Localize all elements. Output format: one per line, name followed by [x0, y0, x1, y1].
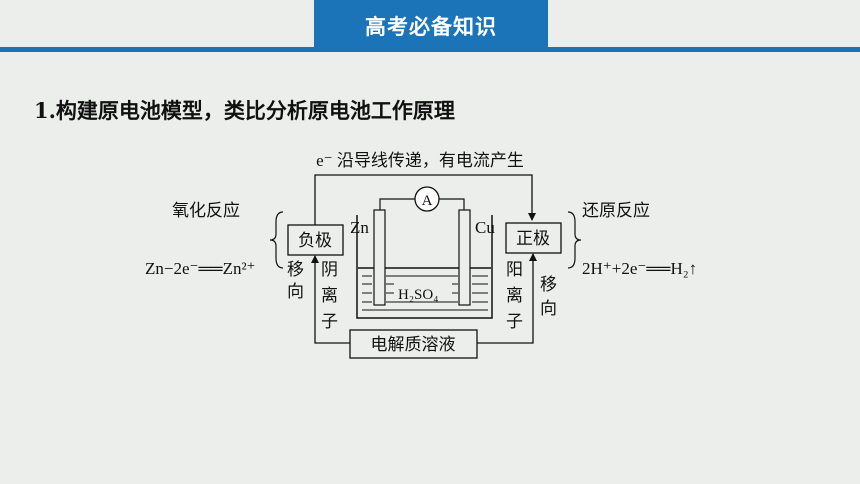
anion-label-2: 离	[321, 286, 338, 305]
ammeter-wire-left	[379, 198, 415, 210]
cathode-label: 正极	[516, 229, 550, 248]
wire-label: e⁻ 沿导线传递，有电流产生	[316, 151, 524, 170]
zn-electrode-label: Zn	[350, 218, 369, 237]
zinc-electrode	[373, 209, 386, 306]
cation-migration-arrow	[477, 253, 537, 344]
anion-migration-arrow	[311, 255, 350, 344]
section-heading: 1.构建原电池模型，类比分析原电池工作原理	[34, 98, 455, 123]
anode-label: 负极	[298, 231, 332, 250]
solution-label: H₂SO₄	[398, 287, 438, 303]
external-wire	[314, 174, 536, 225]
anion-label-3: 子	[321, 312, 338, 331]
solution-lines	[358, 267, 491, 311]
left-brace	[269, 211, 284, 269]
oxidation-label: 氧化反应	[172, 201, 240, 220]
migrate-left-1: 移	[287, 260, 304, 279]
reduction-label: 还原反应	[582, 201, 650, 220]
right-brace	[567, 211, 582, 269]
electrolyte-box	[349, 329, 478, 359]
ammeter-wire-right	[439, 198, 465, 210]
migrate-right-1: 移	[540, 275, 557, 294]
cu-electrode-label: Cu	[475, 218, 495, 237]
banner-title: 高考必备知识	[365, 15, 497, 39]
electrolyte-label: 电解质溶液	[371, 335, 456, 354]
cation-label-2: 离	[506, 286, 523, 305]
anion-label-1: 阴	[321, 260, 338, 279]
section-banner: 高考必备知识	[314, 0, 548, 52]
cathode-half-reaction: 2H⁺+2e⁻══H₂↑	[582, 259, 697, 278]
cation-label-1: 阳	[506, 260, 523, 279]
migrate-right-2: 向	[540, 299, 557, 318]
ammeter-label: A	[422, 193, 433, 209]
copper-electrode	[458, 209, 471, 306]
anode-half-reaction: Zn−2e⁻══Zn²⁺	[145, 259, 256, 278]
beaker	[356, 215, 493, 319]
cation-label-3: 子	[506, 312, 523, 331]
migrate-left-2: 向	[287, 282, 304, 301]
